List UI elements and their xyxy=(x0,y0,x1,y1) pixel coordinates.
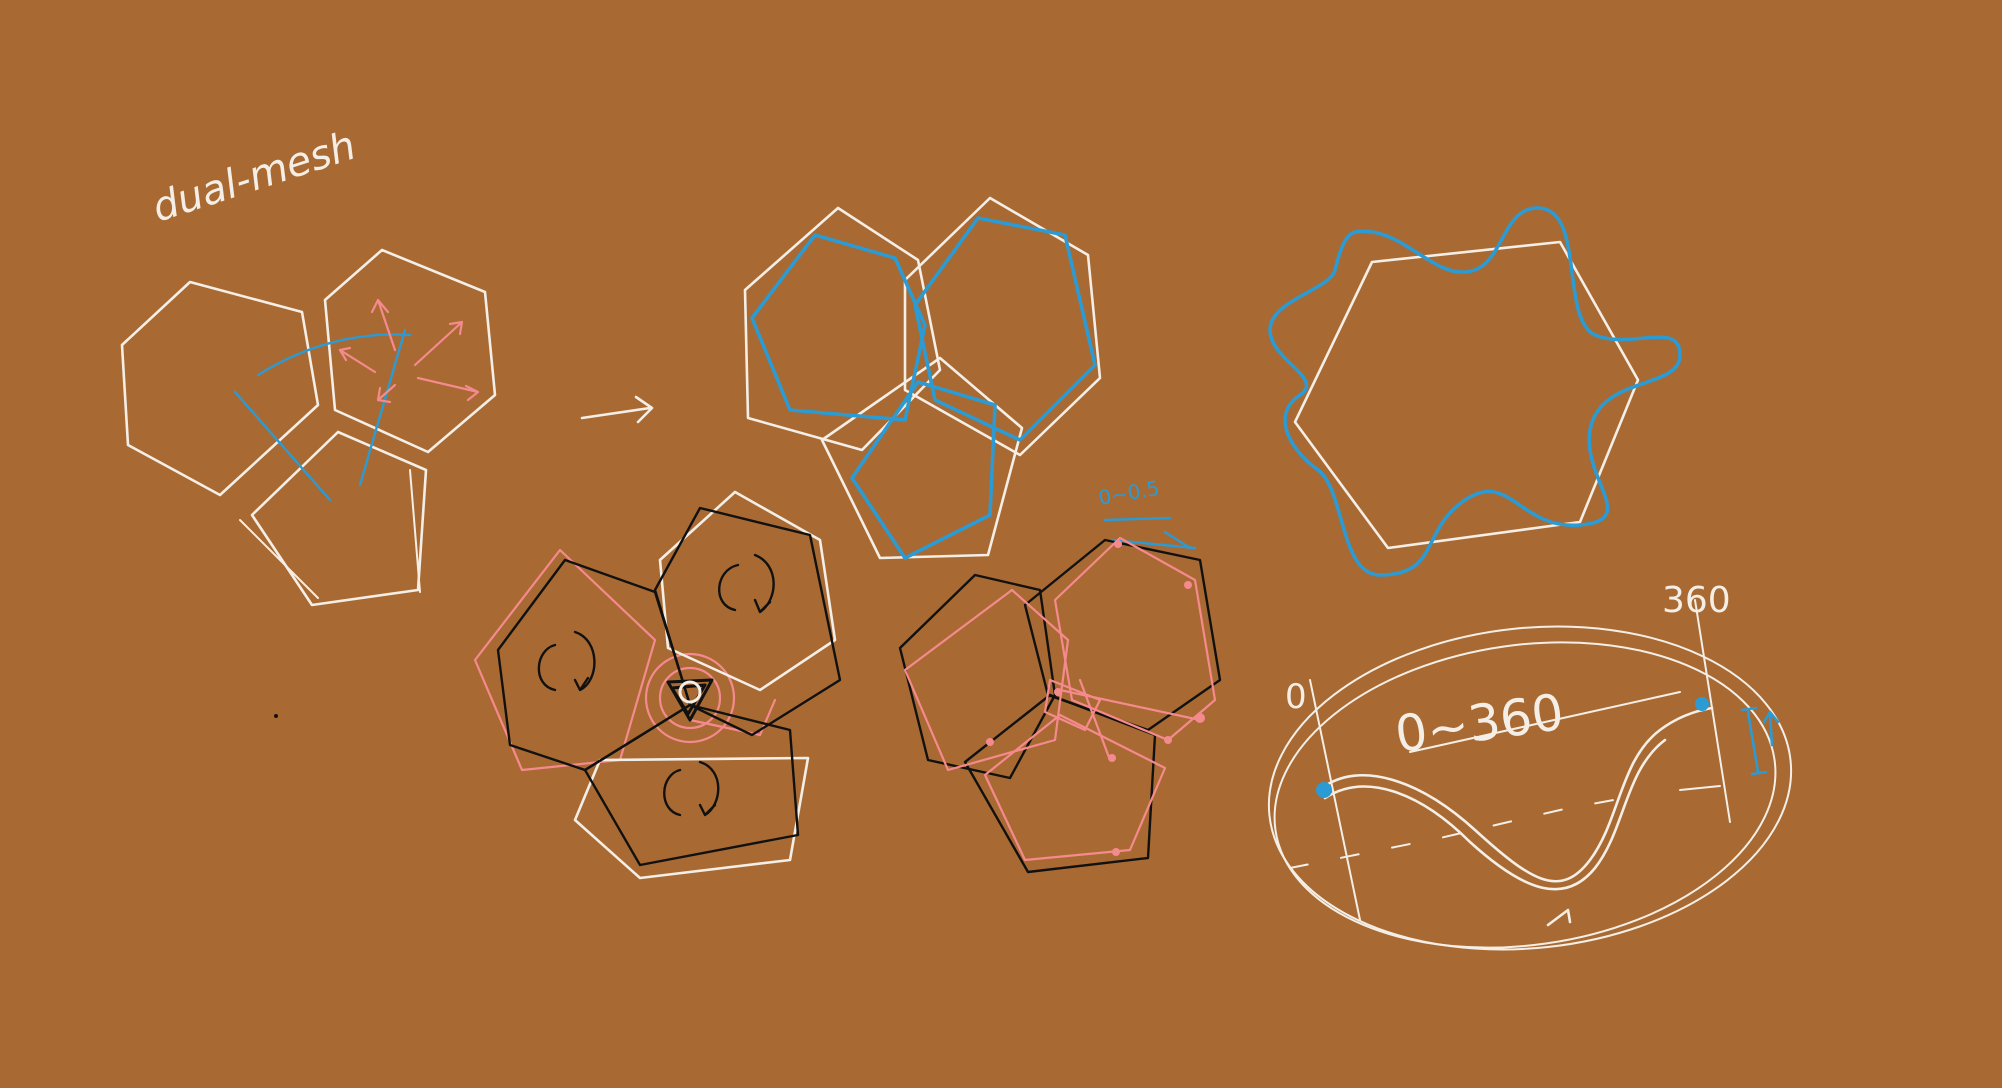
wavy-hexagon-sketch xyxy=(1268,206,1682,577)
rotate-arrow-icon xyxy=(537,553,775,817)
overlapping-hexagons xyxy=(743,196,1102,560)
offset-arrows xyxy=(338,298,480,404)
rotation-cells-sketch xyxy=(274,490,842,880)
pentagon-cell-bottom xyxy=(250,430,428,607)
dual-edges xyxy=(233,328,412,502)
cell-right xyxy=(653,506,842,737)
phase-curve-sketch: 0 360 0~360 xyxy=(1267,580,1793,951)
dual-mesh-sketch: dual-mesh xyxy=(120,123,497,607)
wave-outline xyxy=(1268,206,1682,577)
right-arrow-icon xyxy=(580,395,654,424)
hexagon-cell-left xyxy=(120,280,320,497)
cell-bottom xyxy=(583,703,800,867)
dual-mesh-label: dual-mesh xyxy=(147,123,361,232)
small-range-label: 0~0.5 xyxy=(1097,476,1162,510)
center-vertex xyxy=(666,678,714,722)
offset-cells-sketch: 0~0.5 xyxy=(898,476,1222,874)
pink-vertices xyxy=(986,540,1205,856)
sine-curve xyxy=(1320,706,1714,883)
hexagon-cell-right xyxy=(323,248,497,454)
zero-label: 0 xyxy=(1285,677,1307,717)
